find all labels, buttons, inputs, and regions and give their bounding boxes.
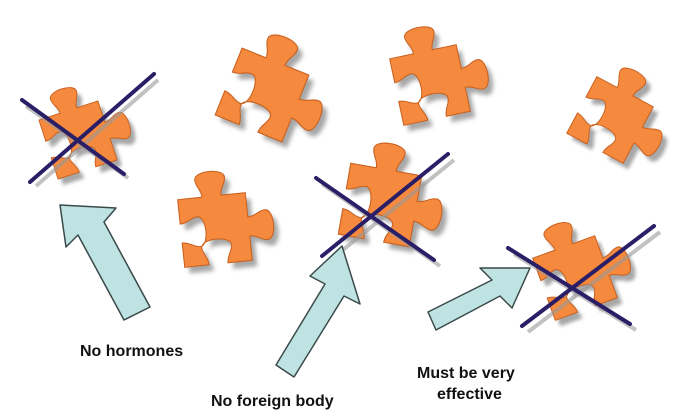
cross-left	[20, 72, 160, 188]
piece-top-center-left-body	[214, 23, 344, 153]
piece-top-center-right	[384, 14, 500, 132]
arrow-must-be-effective	[427, 267, 531, 331]
label-must-be-very: Must be very	[417, 365, 515, 382]
piece-crossed-left-body	[31, 71, 140, 180]
arrow-no-foreign-body	[275, 245, 361, 378]
cross-right	[506, 224, 662, 334]
piece-top-center-right-body	[384, 14, 496, 126]
cross-center	[314, 152, 456, 268]
piece-middle-left	[174, 164, 283, 274]
piece-top-center-left	[214, 23, 349, 158]
piece-top-right	[566, 55, 690, 181]
label-effective: effective	[437, 386, 502, 403]
piece-top-right-body	[566, 55, 686, 175]
label-no-foreign-body: No foreign body	[211, 393, 334, 410]
arrow-no-hormones	[59, 204, 151, 321]
label-no-hormones: No hormones	[80, 343, 183, 360]
